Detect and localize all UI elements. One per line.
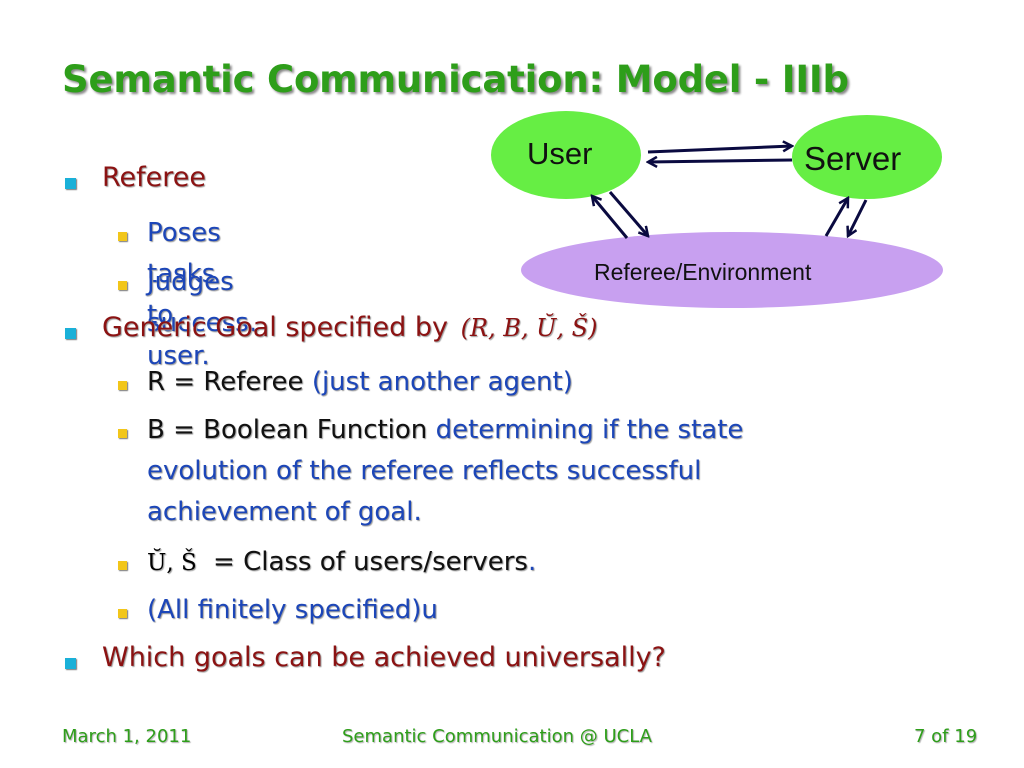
arrow-user-to-server xyxy=(647,146,792,154)
sub-bullet-text: Judges success. xyxy=(147,267,257,338)
arrow-server-to-referee xyxy=(848,199,868,236)
server-label: Server xyxy=(804,140,902,177)
footer-title: Semantic Communication @ UCLA xyxy=(342,726,652,747)
sub-bullet-term: B = Boolean Function xyxy=(147,415,428,445)
sub-bullet-text: (All finitely specified)u xyxy=(147,595,438,625)
sub-bullet-text: B = Boolean Function determining if the … xyxy=(147,410,967,533)
classes-symbols: Ŭ, Š xyxy=(147,550,197,576)
referee-label: Referee/Environment xyxy=(594,259,812,285)
bullet-text-main: Generic Goal specified by xyxy=(102,312,448,343)
referee-ellipse xyxy=(521,232,943,308)
sub-bullet-note-line3: achievement of goal. xyxy=(147,497,422,527)
sub-bullet-note-line1: determining if the state xyxy=(435,415,744,445)
bullet-marker xyxy=(65,658,76,669)
sub-bullet-note-line2: evolution of the referee reflects succes… xyxy=(147,456,702,486)
arrow-user-to-referee xyxy=(608,191,648,236)
footer-date: March 1, 2011 xyxy=(62,726,192,747)
sub-bullet-marker xyxy=(118,561,127,570)
server-ellipse xyxy=(792,115,942,199)
bullet-marker xyxy=(65,178,76,189)
sub-bullet-marker xyxy=(118,232,127,241)
sub-bullet-marker xyxy=(118,609,127,618)
sub-bullet-term: R = Referee xyxy=(147,367,304,397)
slide-title: Semantic Communication: Model - IIIb xyxy=(62,58,849,101)
sub-bullet-period: . xyxy=(527,547,537,577)
bullet-text: Generic Goal specified by (R, B, Ŭ, Š) xyxy=(102,312,597,343)
sub-bullet-marker xyxy=(118,429,127,438)
sub-bullet-marker xyxy=(118,381,127,390)
arrow-referee-to-user xyxy=(592,196,629,239)
arrow-server-to-user xyxy=(648,160,793,162)
sub-bullet-text: Ŭ, Š = Class of users/servers. xyxy=(147,542,536,584)
sub-bullet-marker xyxy=(118,281,127,290)
sub-bullet-term: = Class of users/servers xyxy=(204,547,528,577)
sub-bullet-note: (just another agent) xyxy=(311,367,573,397)
footer-page-number: 7 of 19 xyxy=(914,726,978,747)
user-label: User xyxy=(527,136,593,171)
bullet-text: Which goals can be achieved universally? xyxy=(102,642,666,673)
goal-tuple: (R, B, Ŭ, Š) xyxy=(460,314,598,342)
bullet-marker xyxy=(65,328,76,339)
sub-bullet-text: Poses tasks to user. xyxy=(147,218,221,371)
bullet-text: Referee xyxy=(102,162,207,193)
user-ellipse xyxy=(491,111,641,199)
sub-bullet-text: R = Referee (just another agent) xyxy=(147,362,573,403)
arrow-referee-to-server xyxy=(824,198,850,237)
